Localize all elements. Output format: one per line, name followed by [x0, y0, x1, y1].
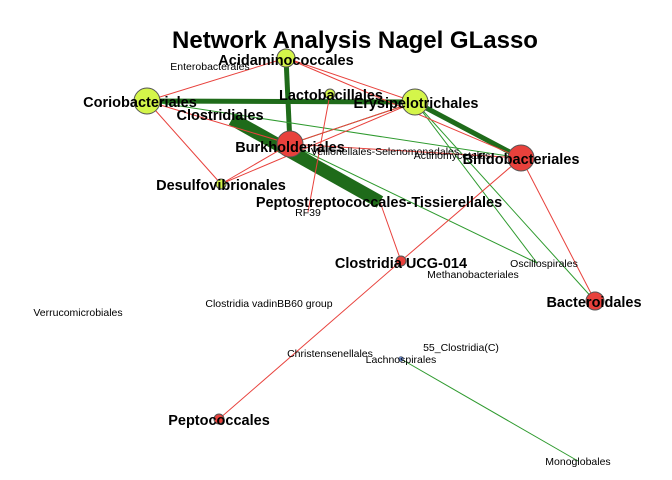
label-actinomycetales: Actinomycetales — [414, 150, 490, 162]
edge-burkholderiales-peptostreptococcales — [289, 142, 381, 204]
label-acidaminococcales: Acidaminococcales — [218, 53, 353, 69]
diagram-title: Network Analysis Nagel GLasso — [172, 27, 538, 54]
edge-peptostreptococcales-clostridia_ucg014 — [379, 201, 402, 262]
label-coriobacteriales: Coriobacteriales — [83, 95, 197, 111]
edge-acidaminococcales-erysipelotrichales — [285, 57, 416, 103]
edge-erysipelotrichales-burkholderiales — [289, 101, 416, 145]
nodes-layer — [133, 48, 605, 425]
edge-coriobacteriales-erysipelotrichales — [146, 98, 416, 105]
label-peptococcales: Peptococcales — [168, 413, 270, 429]
edge-erysipelotrichales-oscillospirales — [414, 101, 538, 264]
node-clostridia_ucg014[interactable] — [395, 255, 407, 267]
label-peptostreptococcales: Peptostreptococcales-Tissierellales — [256, 195, 502, 211]
node-coriobacteriales[interactable] — [133, 87, 161, 115]
label-desulfovibrionales: Desulfovibrionales — [156, 178, 286, 194]
edge-burkholderiales-oscillospirales — [289, 143, 538, 264]
edge-coriobacteriales-desulfovibrionales — [146, 100, 222, 185]
label-rf39: RF39 — [295, 207, 321, 219]
node-bacteroidales[interactable] — [585, 291, 605, 311]
node-burkholderiales[interactable] — [276, 130, 304, 158]
label-lachnospirales: Lachnospirales — [366, 354, 437, 366]
edge-lachnospirales-monoglobales — [400, 358, 579, 462]
label-c55_clostridia: 55_Clostridia(C) — [423, 342, 499, 354]
label-methanobacteriales: Methanobacteriales — [427, 269, 519, 281]
edge-lactobacillales-rf39 — [307, 93, 331, 213]
node-erysipelotrichales[interactable] — [401, 88, 429, 116]
edge-erysipelotrichales-bifidobacteriales — [413, 99, 523, 161]
edge-coriobacteriales-acidaminococcales — [146, 57, 287, 102]
label-bacteroidales: Bacteroidales — [546, 295, 641, 311]
edge-clostridiales-peptostreptococcales — [228, 113, 384, 208]
edge-burkholderiales-bifidobacteriales — [289, 143, 522, 159]
labels-layer: AcidaminococcalesEnterobacteralesCorioba… — [33, 53, 641, 468]
edge-bifidobacteriales-clostridia_ucg014 — [400, 157, 522, 262]
label-clostridiales: Clostridiales — [176, 108, 263, 124]
label-bifidobacteriales: Bifidobacteriales — [463, 152, 580, 168]
label-lactobacillales: Lactobacillales — [279, 88, 383, 104]
label-erysipelotrichales: Erysipelotrichales — [354, 96, 479, 112]
label-monoglobales: Monoglobales — [545, 456, 610, 468]
node-peptococcales[interactable] — [213, 413, 225, 425]
label-clostridia_vadin: Clostridia vadinBB60 group — [205, 298, 332, 310]
label-veillonellales: Veillonellales-Selenomonadales — [311, 146, 459, 158]
node-lachnospirales[interactable] — [398, 356, 404, 362]
edge-coriobacteriales-burkholderiales — [146, 100, 291, 145]
node-lactobacillales[interactable] — [324, 88, 336, 100]
label-burkholderiales: Burkholderiales — [235, 140, 345, 156]
edge-erysipelotrichales-desulfovibrionales — [220, 101, 416, 185]
label-verrucomicrobiales: Verrucomicrobiales — [33, 307, 122, 319]
node-desulfovibrionales[interactable] — [215, 178, 227, 190]
edge-erysipelotrichales-bacteroidales — [414, 101, 596, 302]
node-bifidobacteriales[interactable] — [507, 144, 535, 172]
node-acidaminococcales[interactable] — [276, 48, 296, 68]
label-christensenellales: Christensenellales — [287, 348, 373, 360]
label-enterobacterales: Enterobacterales — [170, 61, 249, 73]
label-oscillospirales: Oscillospirales — [510, 258, 578, 270]
edge-bifidobacteriales-bacteroidales — [520, 157, 596, 302]
edge-clostridia_ucg014-peptococcales — [218, 260, 402, 420]
label-clostridia_ucg014: Clostridia UCG-014 — [335, 256, 467, 272]
edge-acidaminococcales-burkholderiales — [283, 57, 293, 145]
